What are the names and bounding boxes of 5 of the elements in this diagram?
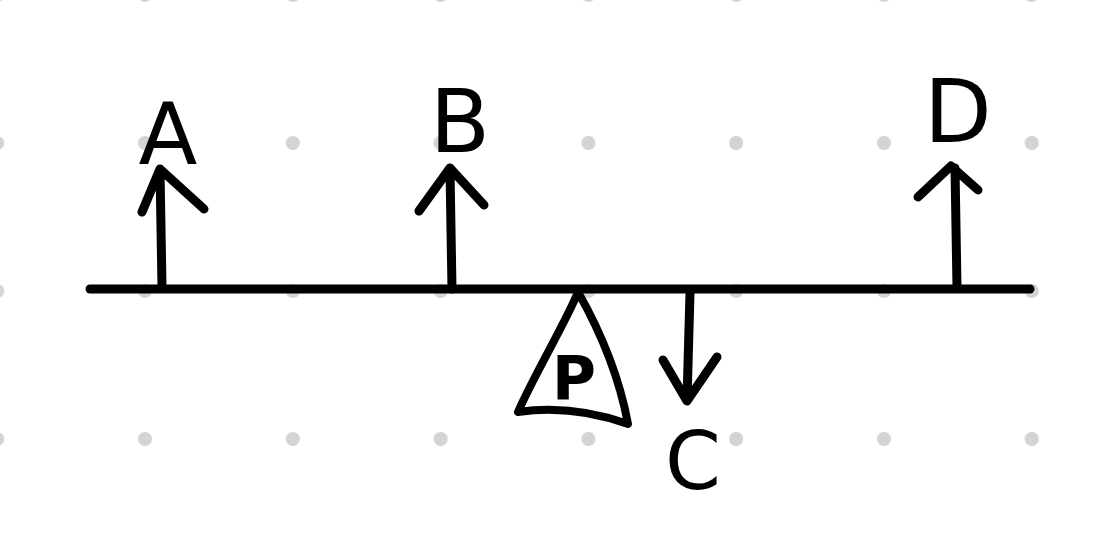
force-label: D [924,72,992,152]
pivot-label: P [552,351,596,405]
force-label: C [665,426,721,498]
force-label: A [138,96,198,174]
force-label: B [429,82,491,162]
